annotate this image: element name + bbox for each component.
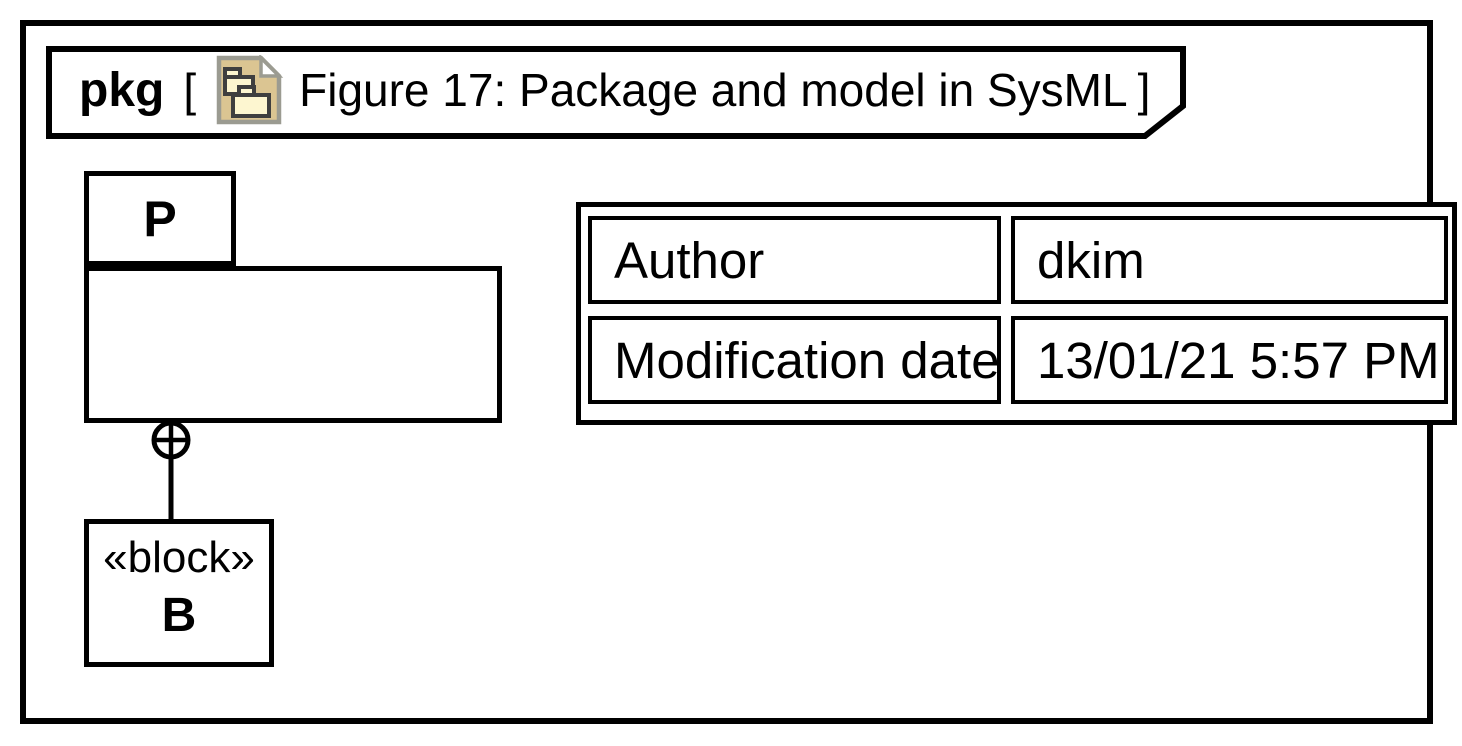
frame-header: pkg [ Figure 17: Package and model in Sy… [79,54,1150,126]
block-b-shape[interactable]: «block» B [84,519,274,667]
diagram-frame[interactable]: pkg [ Figure 17: Package and model in Sy… [20,20,1457,724]
frame-close-bracket: ] [1137,64,1151,116]
table-cell-modification-date-value: 13/01/21 5:57 PM [1011,316,1448,404]
block-b-stereotype: «block» [103,533,255,582]
frame-kind-label: pkg [79,63,165,117]
table-cell-modification-date-key: Modification date [588,316,1001,404]
package-p-tab[interactable]: P [84,171,236,266]
table-cell-author-value: dkim [1011,216,1448,304]
table-cell-author-key: Author [588,216,1001,304]
package-p-body[interactable] [84,266,502,423]
block-b-name: B [161,589,197,642]
frame-header-shape[interactable] [46,46,1190,143]
frame-title: Figure 17: Package and model in SysML [299,64,1128,116]
containment-connector[interactable] [148,419,194,521]
package-p-name: P [143,190,177,247]
properties-table[interactable]: Author dkim Modification date 13/01/21 5… [576,202,1457,425]
frame-open-bracket: [ [183,64,197,116]
package-diagram-document-icon [216,55,284,125]
